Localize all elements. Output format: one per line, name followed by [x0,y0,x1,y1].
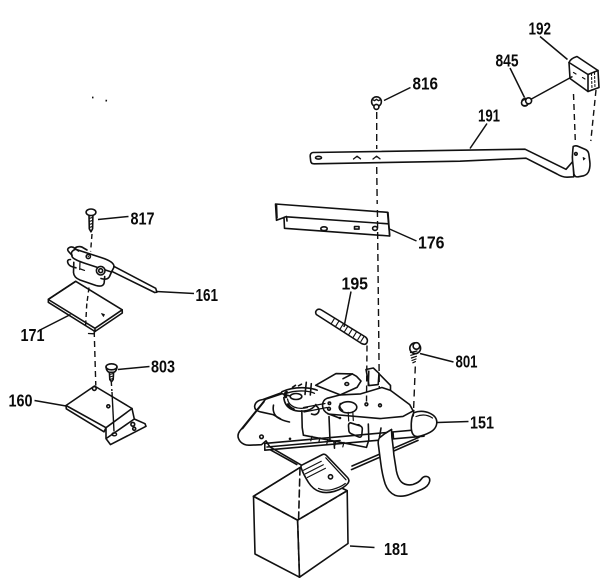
svg-text:803: 803 [151,357,175,377]
svg-text:195: 195 [342,274,369,294]
svg-text:160: 160 [9,391,33,411]
svg-text:817: 817 [131,209,155,229]
svg-text:192: 192 [529,19,552,39]
svg-text:151: 151 [470,413,494,433]
svg-text:191: 191 [478,106,500,126]
svg-text:161: 161 [196,285,219,305]
svg-text:816: 816 [413,74,439,94]
svg-text:801: 801 [456,352,478,372]
svg-text:176: 176 [418,233,445,253]
svg-text:171: 171 [21,325,45,345]
svg-text:181: 181 [384,539,408,559]
svg-text:845: 845 [496,51,519,71]
